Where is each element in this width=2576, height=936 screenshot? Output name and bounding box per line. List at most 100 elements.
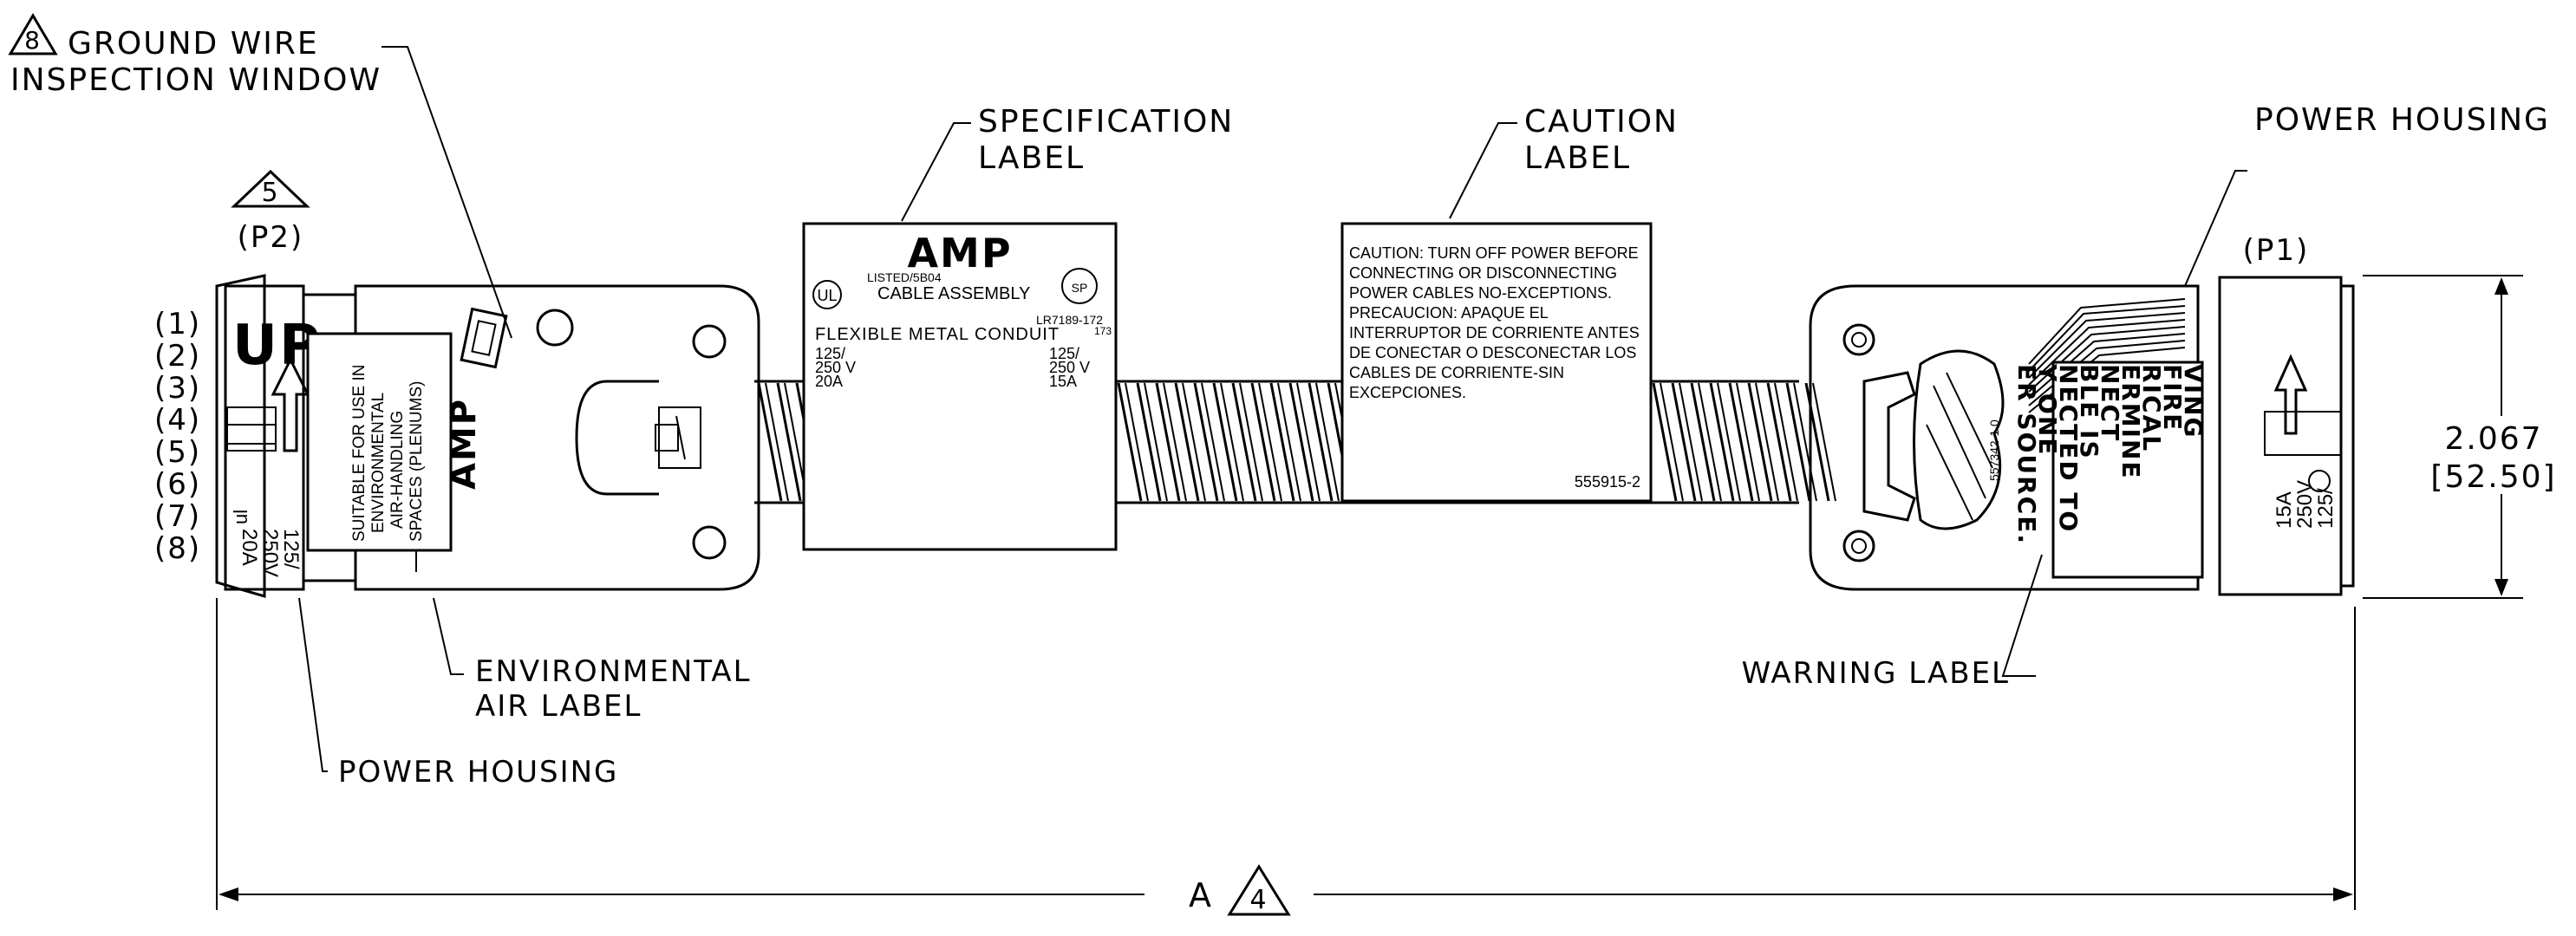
- rating-line: 125/: [279, 529, 303, 569]
- conduit-rib: [1308, 382, 1334, 502]
- conduit-rib: [776, 382, 802, 502]
- conduit-rib: [1250, 382, 1276, 502]
- warning-line: VING: [2179, 364, 2208, 439]
- conduit-rib: [1728, 382, 1754, 502]
- spec-amp-logo: AMP: [907, 230, 1012, 276]
- spec-conduit: FLEXIBLE METAL CONDUIT: [815, 325, 1060, 344]
- caution-line: INTERRUPTOR DE CORRIENTE ANTES: [1349, 324, 1640, 341]
- spec-right-rating: 15A: [1049, 373, 1077, 390]
- ul-mark: UL: [817, 287, 837, 304]
- conduit-rib: [1125, 382, 1149, 502]
- length-dimension: A 4: [216, 598, 2356, 916]
- caution-leader: [1449, 122, 1517, 219]
- conduit-rib: [1660, 382, 1684, 502]
- conduit-rib: [1690, 382, 1716, 502]
- pin-list: (1) (2) (3) (4) (5) (6) (7) (8): [154, 307, 201, 566]
- env-air-leader: [433, 597, 464, 675]
- triangle-tag-icon: [8, 13, 58, 55]
- arrowhead-icon: [2333, 887, 2353, 901]
- strain-relief: [575, 380, 659, 496]
- spec-left-rating: 20A: [815, 373, 843, 390]
- ground-window-inner: [471, 320, 497, 356]
- conduit-rib: [1269, 382, 1295, 502]
- cutaway-hatch: [1933, 385, 1986, 499]
- caution-part-number: 555915-2: [1575, 473, 1640, 491]
- conduit-rib: [1117, 382, 1143, 502]
- conduit-rib: [1277, 382, 1301, 502]
- spec-left-rating: 125/: [815, 345, 845, 362]
- cutaway-section: [1913, 349, 2005, 530]
- caution-text: CAUTION: TURN OFF POWER BEFORE CONNECTIN…: [1349, 244, 1640, 401]
- conduit-rib: [1136, 382, 1162, 502]
- caution-line: EXCEPCIONES.: [1349, 384, 1466, 401]
- conduit-rib: [1296, 382, 1321, 502]
- environmental-air-label: [306, 332, 453, 552]
- plenum-text: SUITABLE FOR USE IN ENVIRONMENTAL AIR-HA…: [350, 365, 426, 542]
- conduit-rib: [1288, 382, 1314, 502]
- length-label: A: [1189, 876, 1213, 914]
- latch-slot-inner: [226, 424, 277, 445]
- spec-callout-line2: LABEL: [978, 140, 1085, 176]
- conduit-rib: [1736, 382, 1760, 502]
- connector-tag: 5: [261, 178, 279, 208]
- housing-body: [354, 284, 760, 591]
- csa-mark: SP: [1072, 281, 1088, 295]
- pin-label: (4): [154, 403, 201, 438]
- length-tag: 4: [1249, 885, 1268, 915]
- conduit-rib: [1220, 382, 1244, 502]
- spec-listed: LISTED/5B04: [867, 270, 942, 284]
- triangle-tag-icon: [1227, 864, 1291, 916]
- strain-relief: [1862, 371, 1916, 522]
- height-mm: [52.50]: [2430, 459, 2556, 495]
- ul-circle-icon: [812, 280, 842, 309]
- conduit-rib: [1155, 382, 1181, 502]
- housing-body: [1809, 284, 2200, 591]
- ground-mark-icon: [2308, 470, 2331, 492]
- env-air-label-line2: AIR LABEL: [475, 689, 642, 724]
- conduit-rib: [1717, 382, 1741, 502]
- conduit-rib: [1258, 382, 1282, 502]
- connector-id-p2: (P2): [238, 220, 304, 255]
- conduit-rib: [1812, 382, 1836, 502]
- warning-line: Y ONE: [2033, 363, 2062, 456]
- power-housing-right-label: POWER HOUSING: [2254, 102, 2550, 138]
- arrowhead-icon: [218, 887, 238, 901]
- screw-hole: [692, 324, 727, 359]
- wire-bundle: [2028, 298, 2186, 413]
- cutaway-hatch: [1946, 372, 1993, 469]
- caution-callout-line1: CAUTION: [1524, 104, 1679, 140]
- conduit-rib: [1679, 382, 1703, 502]
- ground-wire-callout: 8 GROUND WIRE INSPECTION WINDOW: [8, 13, 512, 339]
- caution-line: DE CONECTAR O DESCONECTAR LOS: [1349, 344, 1636, 361]
- plenum-line: ENVIRONMENTAL: [369, 393, 388, 533]
- spec-right-rating: 250 V: [1049, 359, 1090, 376]
- height-dimension: 2.067 [52.50]: [2363, 275, 2571, 599]
- conduit-rib: [765, 382, 789, 502]
- pin-label: (8): [154, 531, 201, 566]
- conduit-rib: [757, 382, 783, 502]
- conduit-rib: [1774, 382, 1798, 502]
- ground-wire-leader: [382, 46, 512, 339]
- rating-line: 15A: [2273, 491, 2296, 529]
- conduit-rib: [1766, 382, 1792, 502]
- ground-wire-label: GROUND WIRE: [68, 26, 319, 62]
- triangle-tag-icon: [231, 169, 310, 208]
- dim-text-bg: [2419, 416, 2571, 494]
- spec-lr: LR7189-172: [1036, 313, 1103, 327]
- height-inches: 2.067: [2444, 421, 2542, 457]
- screw-hole: [692, 525, 727, 560]
- conduit-rib: [1709, 382, 1735, 502]
- warning-line: NECT: [2096, 364, 2124, 442]
- spec-left-rating: 250 V: [815, 359, 856, 376]
- conduit-rib: [1201, 382, 1225, 502]
- caution-line: PRECAUCION: APAQUE EL: [1349, 304, 1549, 322]
- caution-callout-line2: LABEL: [1524, 140, 1631, 176]
- conduit-rib: [1193, 382, 1219, 502]
- inspection-window-label: INSPECTION WINDOW: [10, 62, 382, 98]
- screw-hole-inner: [1851, 538, 1867, 554]
- housing-face: [215, 274, 266, 598]
- spec-right-rating: 125/: [1049, 345, 1079, 362]
- ul-mark-icon: ul: [230, 510, 251, 524]
- caution-label: CAUTION LABEL CAUTION: TURN OFF POWER BE…: [1340, 104, 1679, 503]
